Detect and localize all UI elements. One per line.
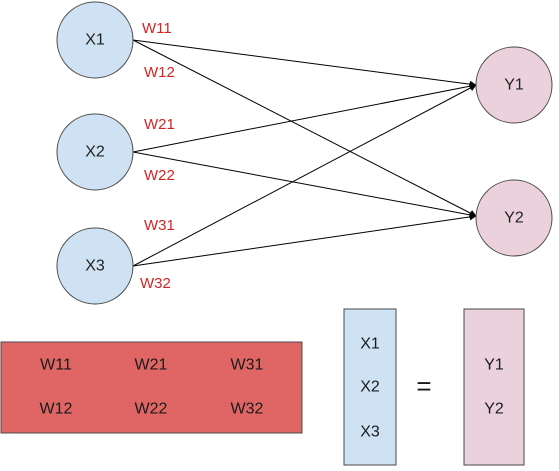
edge-x1-y2 bbox=[132, 39, 477, 217]
input-node-label: X3 bbox=[85, 258, 105, 275]
weight-label-w12: W12 bbox=[144, 64, 175, 81]
input-node-x2: X2 bbox=[56, 113, 134, 191]
input-node-x1: X1 bbox=[56, 1, 134, 79]
edges bbox=[132, 39, 477, 267]
output-node-y2: Y2 bbox=[475, 179, 553, 257]
edge-x2-y1 bbox=[132, 82, 477, 153]
weight-label-w22: W22 bbox=[144, 167, 175, 184]
output-vector: Y1 Y2 bbox=[463, 308, 525, 466]
matrix-cell: W32 bbox=[231, 401, 264, 418]
input-vector: X1 X2 X3 bbox=[343, 308, 397, 466]
vector-cell: X2 bbox=[360, 379, 380, 396]
vector-cell: Y2 bbox=[484, 401, 504, 418]
equals-sign: = bbox=[416, 371, 431, 401]
matrix-cell: W12 bbox=[40, 401, 73, 418]
matrix-cell: W22 bbox=[135, 401, 168, 418]
vector-cell: X1 bbox=[360, 336, 380, 353]
input-node-x3: X3 bbox=[56, 227, 134, 305]
output-node-y1: Y1 bbox=[475, 46, 553, 124]
edge-x3-y1 bbox=[132, 84, 477, 267]
edge-x3-y2 bbox=[132, 213, 477, 267]
weight-label-w31: W31 bbox=[144, 217, 175, 234]
vector-cell: X3 bbox=[360, 424, 380, 441]
weight-matrix: W11 W21 W31 W12 W22 W32 bbox=[0, 341, 303, 434]
matrix-cell: W31 bbox=[231, 357, 264, 374]
input-node-label: X2 bbox=[85, 144, 105, 161]
output-node-label: Y1 bbox=[504, 77, 524, 94]
matrix-cell: W11 bbox=[40, 357, 72, 374]
output-node-label: Y2 bbox=[504, 210, 524, 227]
edge-x2-y2 bbox=[132, 151, 477, 219]
weight-labels: W11 W12 W21 W22 W31 W32 bbox=[140, 20, 175, 292]
matrix-cell: W21 bbox=[135, 357, 168, 374]
weight-label-w32: W32 bbox=[140, 275, 171, 292]
weight-label-w11: W11 bbox=[142, 20, 172, 37]
weight-label-w21: W21 bbox=[144, 116, 175, 133]
input-node-label: X1 bbox=[85, 32, 105, 49]
vector-cell: Y1 bbox=[484, 357, 504, 374]
edge-x1-y1 bbox=[132, 39, 477, 88]
